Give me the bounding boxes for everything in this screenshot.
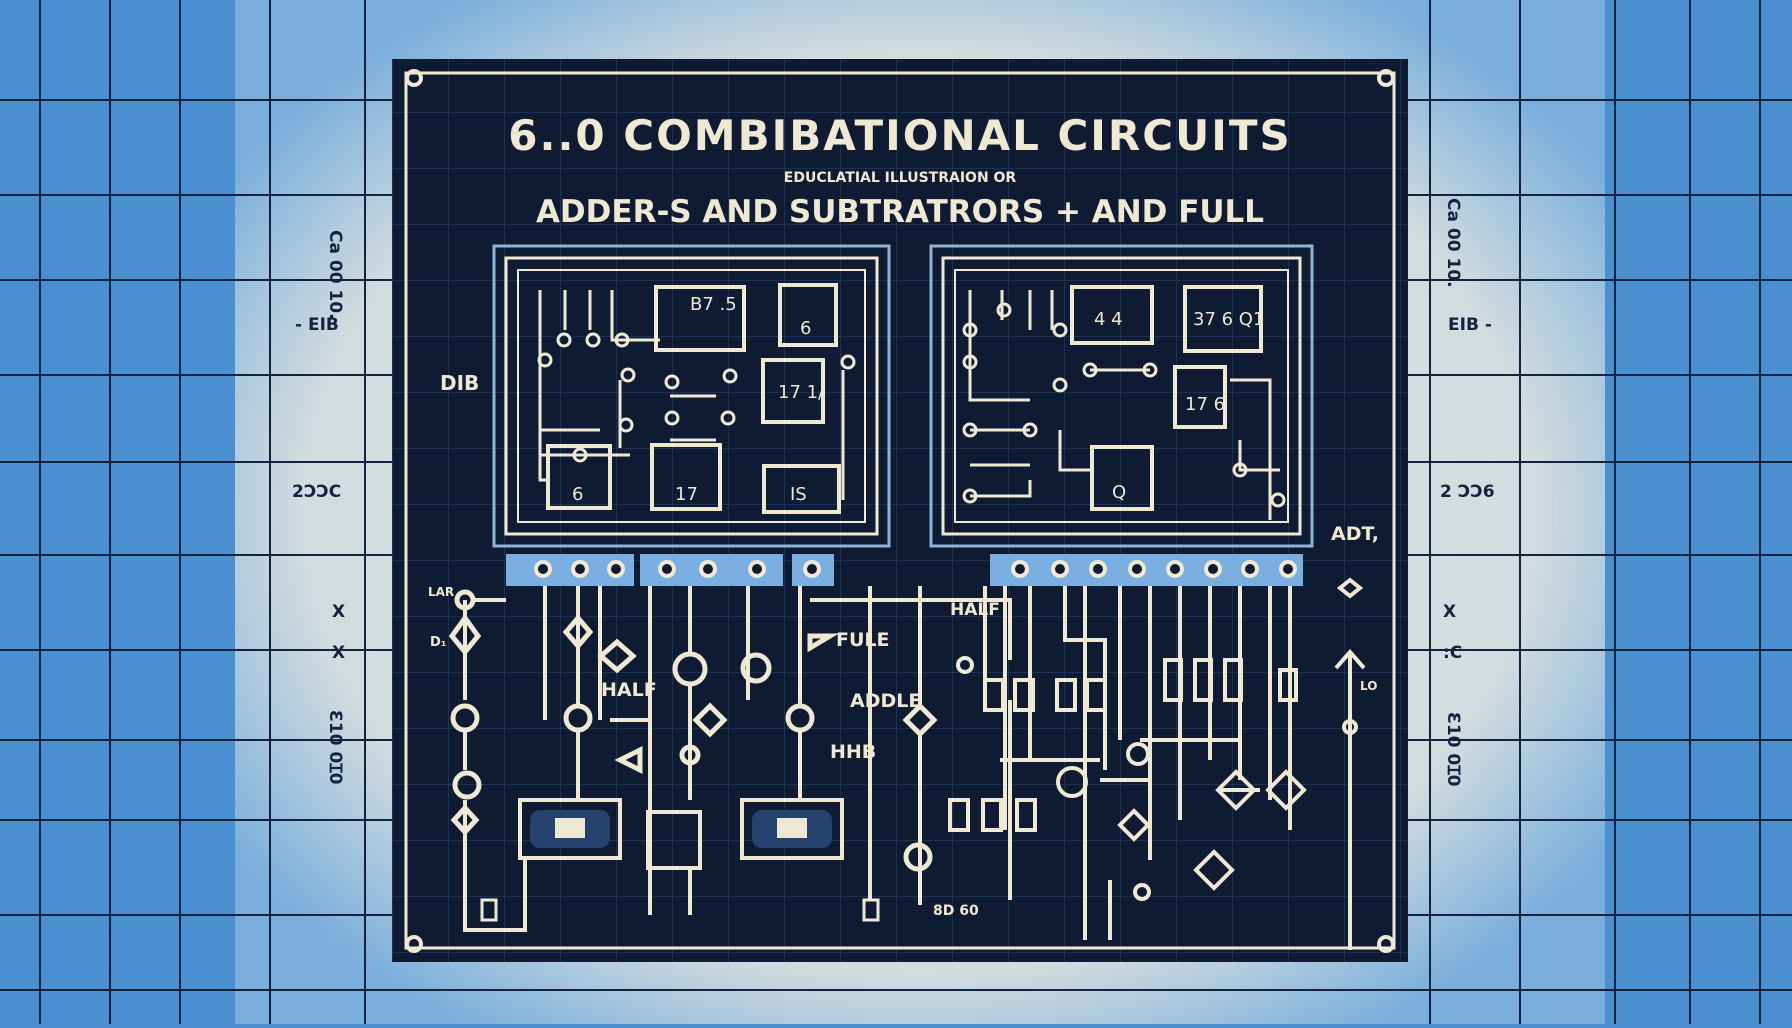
margin-label: Ca 00 10. xyxy=(1443,198,1463,288)
chip-label: 17 xyxy=(675,484,698,505)
margin-label: X xyxy=(332,602,345,622)
left-chips xyxy=(546,283,841,514)
label-8d60: 8D 60 xyxy=(933,903,979,919)
chip-label: 17 1/ xyxy=(778,382,825,403)
label-hhb: HHB xyxy=(830,741,876,763)
chip-label: 4 4 xyxy=(1094,309,1123,330)
left-panel xyxy=(492,244,891,548)
chip-label: IS xyxy=(790,484,807,505)
chip-label: 17 6 xyxy=(1185,394,1225,415)
right-chip-labels: 4 4 37 6 Q1 17 6 Q xyxy=(1094,309,1264,503)
left-margin-labels: Ca 00 10. - EIB 2ƆƆC X X Ɛ10 0Ɪ0 xyxy=(292,230,345,785)
label-half-left: HALF xyxy=(601,679,657,701)
label-lo: LO xyxy=(1360,679,1377,693)
margin-label: 2 ƆƆ6 xyxy=(1440,482,1495,502)
margin-label: 2ƆƆC xyxy=(292,482,341,502)
label-dib: DIB xyxy=(440,371,479,395)
board-border xyxy=(404,71,1396,950)
label-adt: ADT, xyxy=(1331,523,1379,545)
connector-pins xyxy=(534,560,1297,578)
subtitle-2: ADDER-S AND SUBTRATRORS + AND FULL xyxy=(536,194,1264,230)
lower-left-modules xyxy=(480,798,880,922)
chip-label: 37 6 Q1 xyxy=(1193,309,1264,330)
label-d1: D₁ xyxy=(430,635,447,650)
subtitle: EDUCLATIAL ILLUSTRAION OR xyxy=(784,170,1017,186)
label-lar: LAR xyxy=(428,585,454,599)
right-panel xyxy=(929,244,1314,548)
chip-label: 6 xyxy=(572,484,583,505)
left-chip-labels: B7 .5 6 17 1/ 6 17 IS xyxy=(572,294,825,505)
label-addle: ADDLE xyxy=(850,690,921,712)
label-fule: FULE xyxy=(836,629,890,651)
label-half-right: HALF xyxy=(950,600,1000,620)
margin-label: X xyxy=(1443,602,1456,622)
margin-label: Ɛ10 0Ɪ0 xyxy=(325,710,345,785)
lower-left-nodes xyxy=(448,589,938,872)
right-panel-traces xyxy=(962,290,1286,520)
right-chips xyxy=(1070,285,1263,511)
margin-label: Ca 00 10. xyxy=(325,230,345,320)
right-margin-labels: Ca 00 10. EIB - 2 ƆƆ6 X :C Ɛ10 0Ɪ0 xyxy=(1440,198,1495,787)
margin-label: EIB - xyxy=(1448,315,1492,335)
margin-label: X xyxy=(332,643,345,663)
lower-right-components xyxy=(948,577,1366,950)
chip-label: B7 .5 xyxy=(690,294,737,315)
margin-label: - EIB xyxy=(295,315,339,335)
margin-label: Ɛ10 0Ɪ0 xyxy=(1443,712,1463,787)
chip-label: 6 xyxy=(800,318,811,339)
chip-label: Q xyxy=(1112,482,1126,503)
connector-strips xyxy=(506,554,1303,586)
mounting-holes xyxy=(405,69,1395,953)
title: 6..0 COMBIBATIONAL CIRCUITS xyxy=(508,111,1291,160)
left-panel-traces xyxy=(537,290,856,500)
board-labels: DIB ADT, HALF FULE ADDLE HHB HALF 8D 60 … xyxy=(428,371,1379,919)
margin-label: :C xyxy=(1443,643,1462,663)
